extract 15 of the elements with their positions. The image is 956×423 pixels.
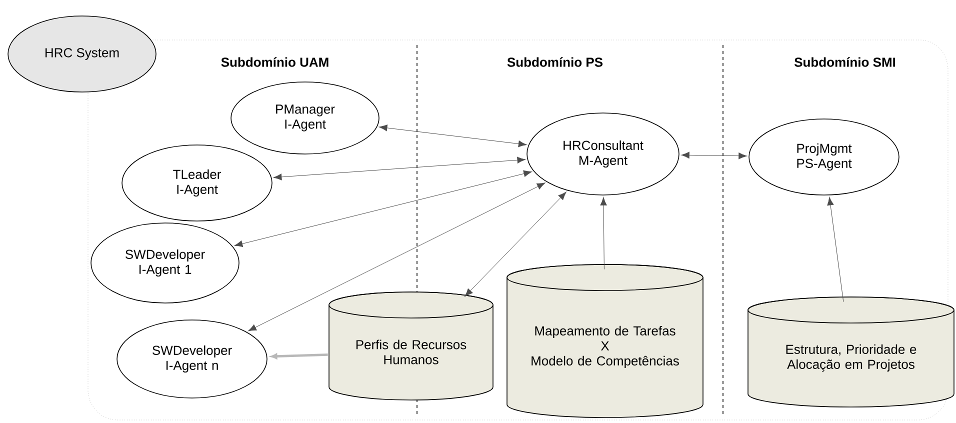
subdomain-heading: Subdomínio SMI (794, 57, 896, 67)
arrow (600, 197, 607, 270)
database-cylinder: Mapeamento de Tarefas X Modelo de Competências (506, 264, 704, 418)
arrow (270, 353, 328, 360)
arrow (681, 152, 747, 160)
arrow (827, 197, 844, 302)
arrow (273, 156, 526, 180)
arrow (378, 124, 527, 148)
subdomain-heading: Subdomínio UAM (221, 57, 328, 67)
arrow (248, 182, 546, 332)
arrow (464, 192, 566, 297)
subdomain-heading: Subdomínio PS (507, 57, 603, 67)
database-cylinder: Perfis de Recursos Humanos (328, 292, 494, 400)
database-cylinder: Estrutura, Prioridade e Alocação em Projetos (748, 296, 954, 408)
arrow (234, 170, 532, 248)
